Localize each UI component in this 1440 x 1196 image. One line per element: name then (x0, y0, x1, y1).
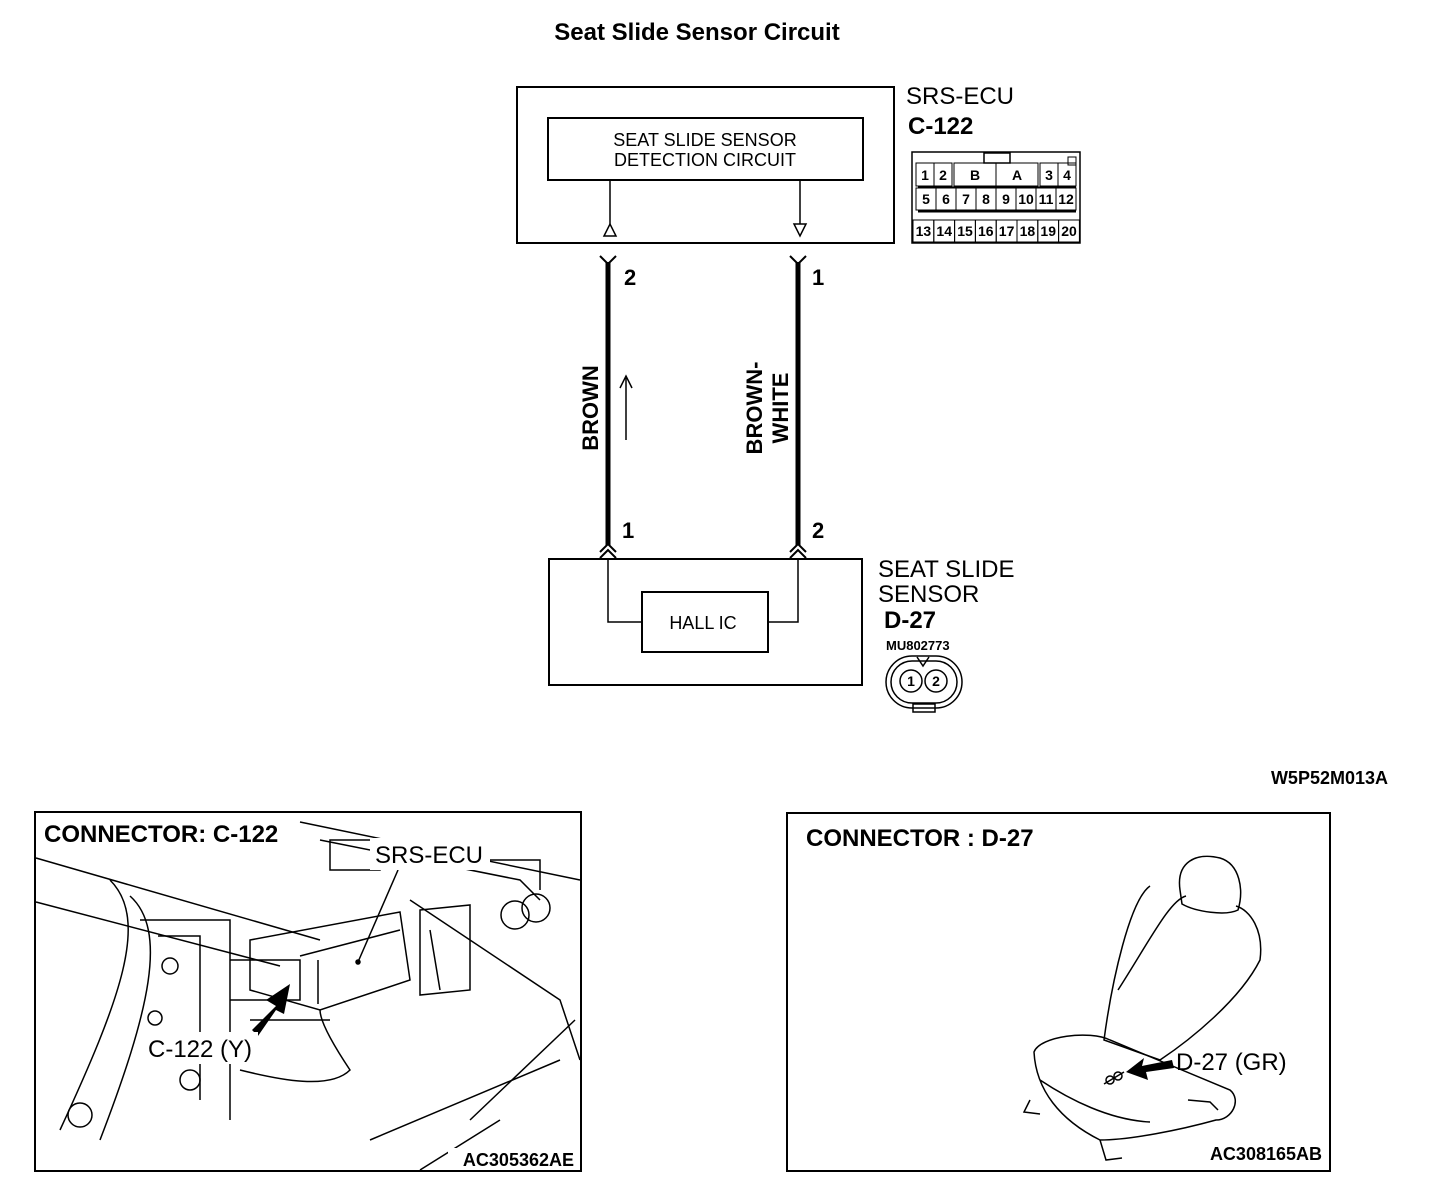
diagram-code: W5P52M013A (1271, 768, 1388, 788)
detection-circuit-line1: SEAT SLIDE SENSOR (613, 130, 796, 150)
c122-pin-label: 8 (982, 191, 990, 207)
detection-circuit-box (547, 117, 864, 181)
c122-cell (933, 162, 953, 187)
connector-d27-panel: CONNECTOR : D-27 D-27 (GR) AC308165AB (786, 812, 1331, 1172)
c122-pin-label: B (970, 167, 980, 183)
c122-pin-label: 19 (1040, 223, 1056, 239)
sensor-pin-left-icon (599, 542, 617, 559)
seat-sketch (1022, 855, 1262, 1161)
c122-pin-label: 7 (962, 191, 970, 207)
c122-cell (1057, 162, 1077, 187)
c122-cell (995, 162, 1039, 187)
panel-right-image-code: AC308165AB (1210, 1144, 1322, 1164)
d27-connector-face: 1 2 (885, 655, 963, 713)
ecu-pin-left-number: 2 (624, 265, 636, 290)
c122-pin-label: 14 (936, 223, 952, 239)
c122-pin-label: 3 (1045, 167, 1053, 183)
sensor-name-line1: SEAT SLIDE (878, 556, 1015, 583)
c122-pin-label: 10 (1018, 191, 1034, 207)
c122-pin-label: 1 (921, 167, 929, 183)
output-triangle-icon (602, 222, 618, 237)
sensor-part-number: MU802773 (886, 638, 950, 653)
c122-cell (1055, 187, 1077, 211)
sensor-name-line2: SENSOR (878, 581, 979, 608)
c122-pin-label: 13 (916, 223, 932, 239)
connector-pointer-arrow-icon (252, 984, 290, 1036)
panel-right-connector-callout: D-27 (GR) (1176, 1049, 1287, 1076)
d27-pin-2: 2 (932, 673, 940, 689)
diagram-title: Seat Slide Sensor Circuit (554, 19, 839, 46)
ecu-connector-code: C-122 (908, 113, 973, 140)
input-triangle-icon (792, 223, 808, 238)
seat-slide-sensor-block: HALL IC (548, 558, 863, 686)
detection-circuit-line2: DETECTION CIRCUIT (614, 150, 796, 170)
d27-pin-1: 1 (907, 673, 915, 689)
c122-pin-label: A (1012, 167, 1022, 183)
d27-pointer-arrow-icon (1126, 1058, 1174, 1080)
ecu-pin-right-number: 1 (812, 265, 824, 290)
vehicle-interior-sketch (35, 821, 581, 1171)
c122-pin-label: 12 (1058, 191, 1074, 207)
c122-pin-label: 9 (1002, 191, 1010, 207)
c122-pin-label: 11 (1039, 191, 1054, 207)
c122-pin-label: 15 (957, 223, 973, 239)
wire-right-color-line1: BROWN- (742, 362, 767, 455)
sensor-pin-right-icon (789, 542, 807, 559)
panel-left-heading: CONNECTOR: C-122 (44, 821, 278, 848)
sensor-pin-right-number: 2 (812, 518, 824, 543)
c122-pin-label: 6 (942, 191, 950, 207)
wire-left-color: BROWN (578, 365, 603, 451)
c122-pin-label: 2 (939, 167, 947, 183)
c122-pin-label: 18 (1020, 223, 1036, 239)
srs-ecu-block: SEAT SLIDE SENSOR DETECTION CIRCUIT (516, 86, 895, 244)
sensor-pin-left-number: 1 (622, 518, 634, 543)
ecu-name: SRS-ECU (906, 83, 1014, 110)
hall-ic-label: HALL IC (669, 613, 736, 633)
panel-left-connector-callout: C-122 (Y) (148, 1036, 252, 1063)
panel-right-heading: CONNECTOR : D-27 (806, 825, 1034, 852)
c122-pin-label: 16 (978, 223, 994, 239)
panel-left-image-code: AC305362AE (463, 1150, 574, 1170)
sensor-connector-code: D-27 (884, 607, 936, 634)
panel-left-ecu-callout: SRS-ECU (375, 842, 483, 869)
connector-c122-panel: CONNECTOR: C-122 SRS-ECU C-122 (Y) AC305… (34, 811, 582, 1172)
c122-cell (1058, 219, 1080, 243)
c122-pin-label: 4 (1063, 167, 1071, 183)
c122-pin-label: 5 (922, 191, 930, 207)
wire-right-color-line2: WHITE (768, 373, 793, 444)
c122-pin-label: 20 (1061, 223, 1077, 239)
c122-pin-label: 17 (999, 223, 1015, 239)
